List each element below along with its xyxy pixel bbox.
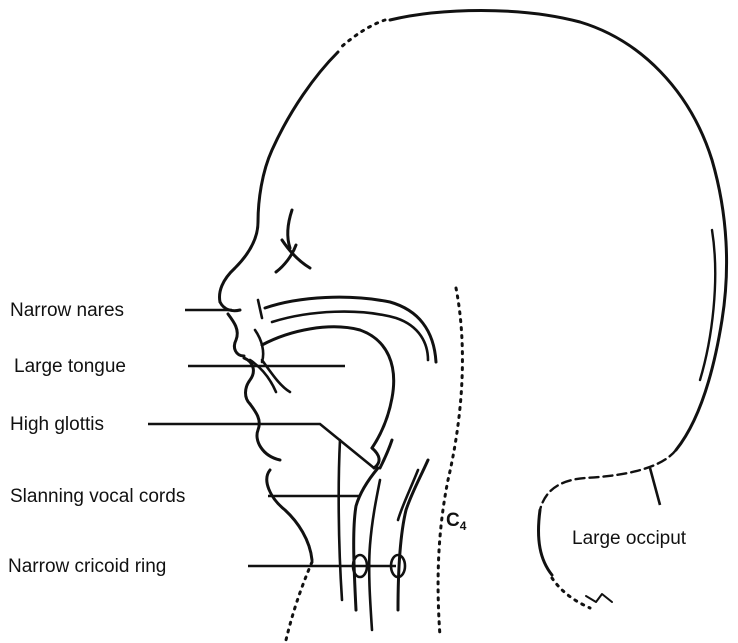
cervical-spine: [438, 288, 462, 636]
face-profile: [220, 302, 312, 640]
label-large-tongue: Large tongue: [14, 356, 126, 377]
label-large-occiput: Large occiput: [572, 528, 687, 549]
label-vertebra-c4: C4: [446, 510, 467, 533]
oral-cavity: [258, 297, 436, 362]
airway-tubes: [339, 440, 428, 630]
label-narrow-nares: Narrow nares: [10, 300, 124, 321]
head-outline: [220, 11, 727, 511]
tongue: [250, 327, 394, 448]
occiput-detail: [539, 230, 716, 608]
label-high-glottis: High glottis: [10, 414, 104, 435]
label-vocal-cords: Slanning vocal cords: [10, 486, 185, 507]
vertebra-index: 4: [460, 519, 467, 533]
label-cricoid-ring: Narrow cricoid ring: [8, 556, 166, 577]
leader-large-occiput: [650, 468, 660, 505]
vertebra-letter: C: [446, 510, 460, 531]
eye-marks: [276, 210, 310, 272]
